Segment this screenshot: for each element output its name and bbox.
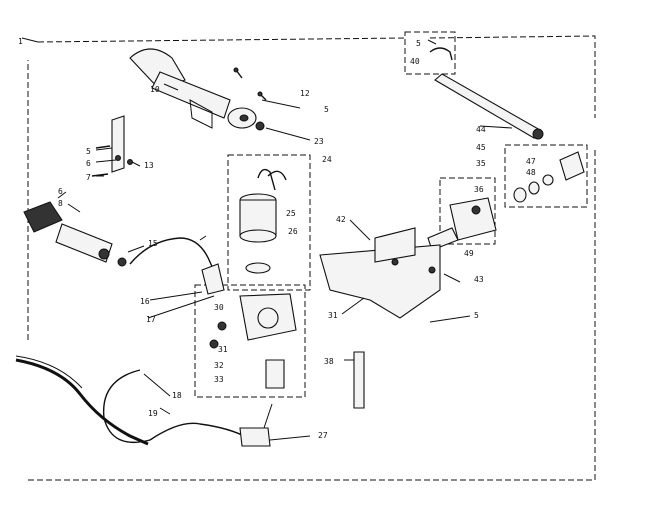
- label-6: 6: [86, 159, 91, 168]
- label-10: 10: [150, 85, 160, 94]
- label-31: 31: [328, 311, 338, 320]
- label-17: 17: [146, 315, 156, 324]
- valve-handle: [23, 201, 127, 267]
- label-30: 30: [214, 303, 224, 312]
- label-6: 6: [58, 187, 63, 196]
- label-5: 5: [86, 147, 91, 156]
- ignitor-assembly: [227, 154, 311, 291]
- label-27: 27: [318, 431, 328, 440]
- label-47: 47: [526, 157, 536, 166]
- valve-body: [194, 284, 306, 398]
- spacer-rod: [353, 351, 365, 409]
- label-5: 5: [474, 311, 479, 320]
- label-44: 44: [476, 125, 486, 134]
- label-38: 38: [324, 357, 334, 366]
- label-7: 7: [86, 173, 91, 182]
- label-16: 16: [140, 297, 150, 306]
- gas-shaft: [434, 73, 544, 140]
- label-19: 19: [148, 409, 158, 418]
- callout-labels: 1 5 40 12 10 5 23 44 5 6 13 7 24 45 35 4…: [18, 37, 536, 440]
- label-48: 48: [526, 168, 536, 177]
- label-35: 35: [476, 159, 486, 168]
- burner-tube: [129, 48, 257, 129]
- label-15: 15: [148, 239, 158, 248]
- label-43: 43: [474, 275, 484, 284]
- label-25: 25: [286, 209, 296, 218]
- fitting-box: [504, 144, 588, 208]
- mounting-bracket-left: [91, 115, 133, 177]
- label-23: 23: [314, 137, 324, 146]
- gas-regulator: [427, 177, 497, 251]
- label-8: 8: [58, 199, 63, 208]
- label-24: 24: [322, 155, 332, 164]
- gas-line-tubing: [129, 235, 225, 295]
- label-26: 26: [288, 227, 298, 236]
- label-5: 5: [324, 105, 329, 114]
- flex-lead: [15, 355, 149, 446]
- leader-lines: [57, 83, 513, 441]
- label-49: 49: [464, 249, 474, 258]
- label-32: 32: [214, 361, 224, 370]
- main-bracket: [319, 227, 441, 319]
- clip-hardware-group: [404, 31, 456, 75]
- label-33: 33: [214, 375, 224, 384]
- label-42: 42: [336, 215, 346, 224]
- label-13: 13: [144, 161, 154, 170]
- label-40: 40: [410, 57, 420, 66]
- label-18: 18: [172, 391, 182, 400]
- label-1: 1: [18, 37, 23, 46]
- thermocouple: [102, 369, 273, 447]
- label-5: 5: [416, 39, 421, 48]
- screw-set-top: [233, 67, 267, 131]
- assembly-frame: [27, 35, 596, 481]
- label-31: 31: [218, 345, 228, 354]
- label-12: 12: [300, 89, 310, 98]
- label-36: 36: [474, 185, 484, 194]
- label-45: 45: [476, 143, 486, 152]
